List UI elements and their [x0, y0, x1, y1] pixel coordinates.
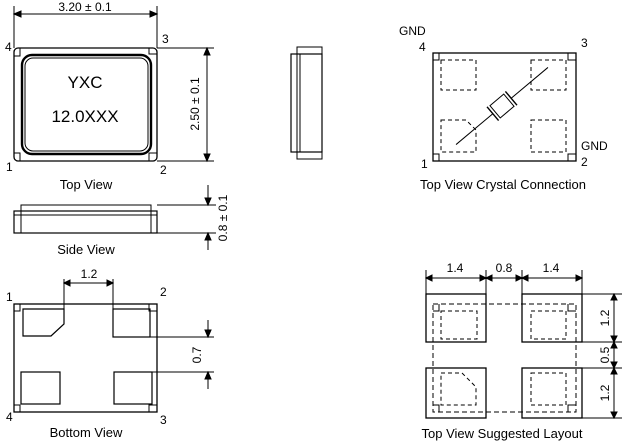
marking-brand: YXC [68, 73, 103, 92]
layout-dim-pad-gap: 0.8 [496, 261, 513, 275]
gnd-label-right: GND [581, 139, 608, 153]
top-pin-4: 4 [5, 40, 12, 54]
bottom-pin-4: 4 [6, 410, 13, 424]
layout-dim-pad-height-top: 1.2 [598, 309, 612, 326]
bottom-pad-2 [112, 308, 151, 338]
crystal-pad-3 [530, 59, 567, 91]
top-view: 3.20 ± 0.1 YXC 12.0XXX 2.50 ± 0.1 4 3 1 … [5, 0, 214, 192]
suggested-layout-caption: Top View Suggested Layout [422, 426, 583, 441]
land-pad-bottom-left [425, 367, 487, 419]
crystal-pad-1 [440, 119, 477, 153]
crystal-connection-view: GND 4 3 GND 1 2 Top View Crystal Connect… [399, 24, 608, 192]
pad-gap-dimension: 0.7 [190, 346, 204, 363]
suggested-layout-view: 1.4 0.8 1.4 1.2 0.5 1.2 Top View Suggest… [422, 261, 622, 441]
crystal-connection-body [432, 52, 577, 162]
top-pin-3: 3 [162, 32, 169, 46]
crystal-pin-4: 4 [419, 40, 426, 54]
thickness-dimension: 0.8 ± 0.1 [216, 194, 230, 241]
bottom-pad-4 [20, 371, 61, 405]
pad-spacing-dimension: 1.2 [81, 267, 98, 281]
crystal-pin-1: 1 [421, 157, 428, 171]
side-view: 0.8 ± 0.1 Side View [13, 185, 230, 257]
crystal-symbol [455, 67, 549, 145]
crystal-pin-2: 2 [581, 155, 588, 169]
bottom-pin-2: 2 [160, 285, 167, 299]
crystal-pad-4 [440, 59, 477, 91]
width-dimension: 3.20 ± 0.1 [58, 0, 112, 14]
layout-dim-pad-height-bottom: 1.2 [598, 384, 612, 401]
top-view-caption: Top View [60, 177, 113, 192]
bottom-pin-3: 3 [160, 413, 167, 427]
height-dimension: 2.50 ± 0.1 [188, 77, 202, 131]
marking-frequency: 12.0XXX [51, 107, 118, 126]
crystal-pin-3: 3 [581, 36, 588, 50]
layout-dim-pad-vgap: 0.5 [598, 346, 612, 363]
bottom-pin-1: 1 [6, 290, 13, 304]
bottom-view-caption: Bottom View [50, 425, 123, 440]
bottom-pad-3 [113, 371, 153, 405]
top-pin-1: 1 [6, 160, 13, 174]
bottom-view-body [13, 303, 158, 413]
layout-dim-pad-width-right: 1.4 [543, 261, 560, 275]
layout-package-outline [432, 303, 577, 413]
gnd-label-top: GND [399, 24, 426, 38]
bottom-view: 1.2 0.7 1 2 4 3 Bottom View [6, 267, 214, 440]
bottom-pad-1 [22, 308, 65, 337]
top-view-body [13, 47, 158, 162]
side-view-caption: Side View [57, 242, 115, 257]
layout-dim-pad-width-left: 1.4 [447, 261, 464, 275]
land-pad-bottom-right [521, 367, 583, 419]
land-pad-top-right [521, 293, 583, 343]
crystal-pad-2 [530, 119, 567, 153]
crystal-connection-caption: Top View Crystal Connection [420, 177, 586, 192]
top-pin-2: 2 [160, 163, 167, 177]
land-pad-top-left [425, 293, 487, 343]
end-view [290, 46, 323, 160]
